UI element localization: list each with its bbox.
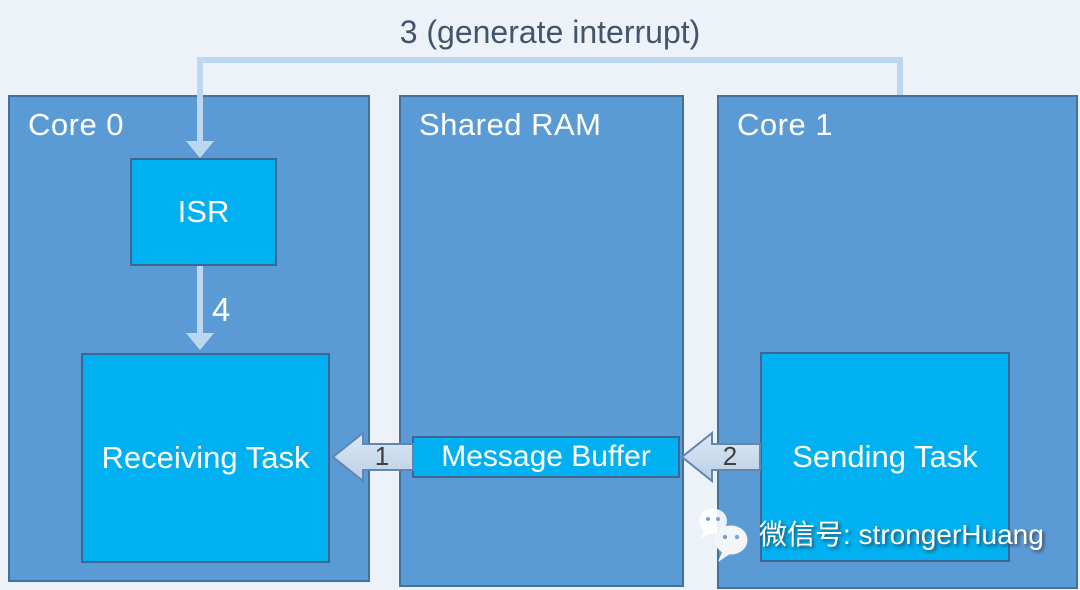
arrow3-right-vertical-line — [897, 57, 903, 95]
panel-core1-title: Core 1 — [737, 107, 834, 142]
panel-core0-title: Core 0 — [28, 107, 125, 142]
block-arrow-step1 — [331, 430, 414, 484]
node-isr-label: ISR — [177, 194, 230, 229]
node-message-buffer-label: Message Buffer — [441, 440, 651, 473]
watermark: 微信号: strongerHuang — [697, 506, 1044, 564]
watermark-text: 微信号: strongerHuang — [759, 519, 1044, 550]
node-sending-task-label: Sending Task — [792, 439, 978, 474]
block-arrow-step1-label: 1 — [374, 441, 390, 471]
arrow3-horizontal-line — [197, 57, 903, 63]
node-receiving-task-label: Receiving Task — [101, 440, 310, 475]
arrow4-line — [197, 266, 203, 334]
node-sending-task: Sending Task — [760, 352, 1010, 562]
block-arrow-step2 — [680, 430, 761, 484]
block-arrow-step2-label: 2 — [722, 441, 738, 471]
node-receiving-task: Receiving Task — [81, 353, 330, 563]
arrow4-arrowhead-icon — [186, 333, 214, 350]
wechat-icon — [699, 508, 748, 562]
panel-shared-ram-title: Shared RAM — [419, 107, 602, 142]
node-isr: ISR — [130, 158, 277, 266]
arrow3-arrowhead-icon — [186, 141, 214, 158]
arrow3-left-vertical-line — [197, 57, 203, 145]
panel-shared-ram: Shared RAM — [399, 95, 684, 587]
node-message-buffer: Message Buffer — [412, 436, 680, 478]
arrow4-label: 4 — [212, 291, 231, 328]
arrow3-label: 3 (generate interrupt) — [399, 14, 701, 50]
